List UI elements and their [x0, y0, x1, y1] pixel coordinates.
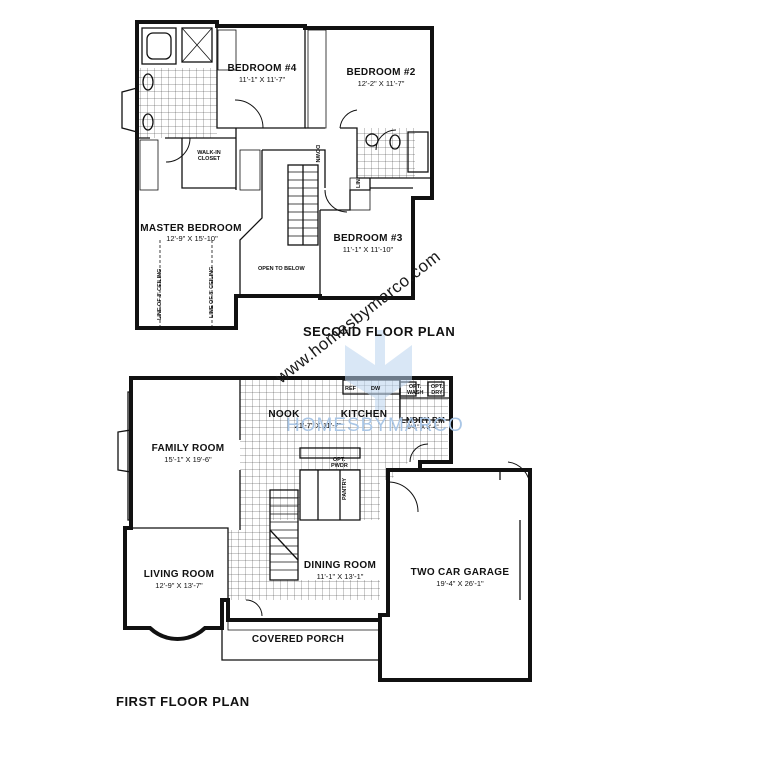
family-room-label: FAMILY ROOM [151, 443, 225, 454]
linen-label: LIN. [356, 177, 362, 188]
living-room-label: LIVING ROOM [143, 569, 215, 580]
first-floor-plan [117, 376, 532, 682]
laundry-dims: 6'-1" X 8'-4" [407, 425, 439, 431]
kitchen-dims: 21'-7" X 11'-7" [294, 421, 342, 430]
garage-dims: 19'-4" X 26'-1" [436, 579, 484, 588]
dw-label: DW [371, 386, 381, 392]
master-bedroom-label: MASTER BEDROOM [140, 223, 242, 234]
pantry-label: PANTRY [342, 478, 348, 500]
bedroom4-label: BEDROOM #4 [227, 63, 297, 74]
bedroom3-label: BEDROOM #3 [333, 233, 403, 244]
second-floor-plan [121, 20, 434, 330]
opt-wash-label: OPT. WASH [407, 384, 424, 396]
garage-label: TWO CAR GARAGE [410, 567, 510, 578]
laundry-label: LNDRY RM [400, 416, 446, 425]
opt-dry-label: OPT. DRY [430, 384, 444, 396]
ref-label: REF [345, 386, 356, 392]
living-room-dims: 12'-9" X 13'-7" [155, 581, 203, 590]
opt-pwdr-label: OPT. PWDR [331, 457, 348, 469]
master-bedroom-dims: 12'-9" X 15'-10" [166, 234, 218, 243]
bedroom4-dims: 11'-1" X 11'-7" [238, 75, 286, 84]
ceiling-line-left: LINE OF 8' CEILING [157, 268, 163, 320]
bedroom2-label: BEDROOM #2 [346, 67, 416, 78]
bedroom3-dims: 11'-1" X 11'-10" [342, 245, 394, 254]
open-to-below-label: OPEN TO BELOW [258, 266, 305, 272]
second-floor-title: SECOND FLOOR PLAN [303, 324, 456, 339]
bedroom2-dims: 12'-2" X 11'-7" [357, 79, 405, 88]
ceiling-line-right: LINE OF 8' CEILING [209, 266, 215, 318]
watermark-brand: HOMESBYMARCO [286, 415, 464, 436]
dining-room-label: DINING ROOM [303, 560, 377, 571]
kitchen-label: KITCHEN [340, 409, 388, 420]
walkin-closet-label: WALK-IN CLOSET [197, 150, 221, 162]
watermark-logo [345, 330, 412, 410]
nook-label: NOOK [268, 409, 300, 420]
down-label: DOWN [314, 145, 320, 163]
covered-porch-label: COVERED PORCH [251, 634, 345, 645]
dining-room-dims: 11'-1" X 13'-1" [316, 572, 364, 581]
first-floor-title: FIRST FLOOR PLAN [116, 694, 250, 709]
family-room-dims: 15'-1" X 19'-6" [164, 455, 212, 464]
